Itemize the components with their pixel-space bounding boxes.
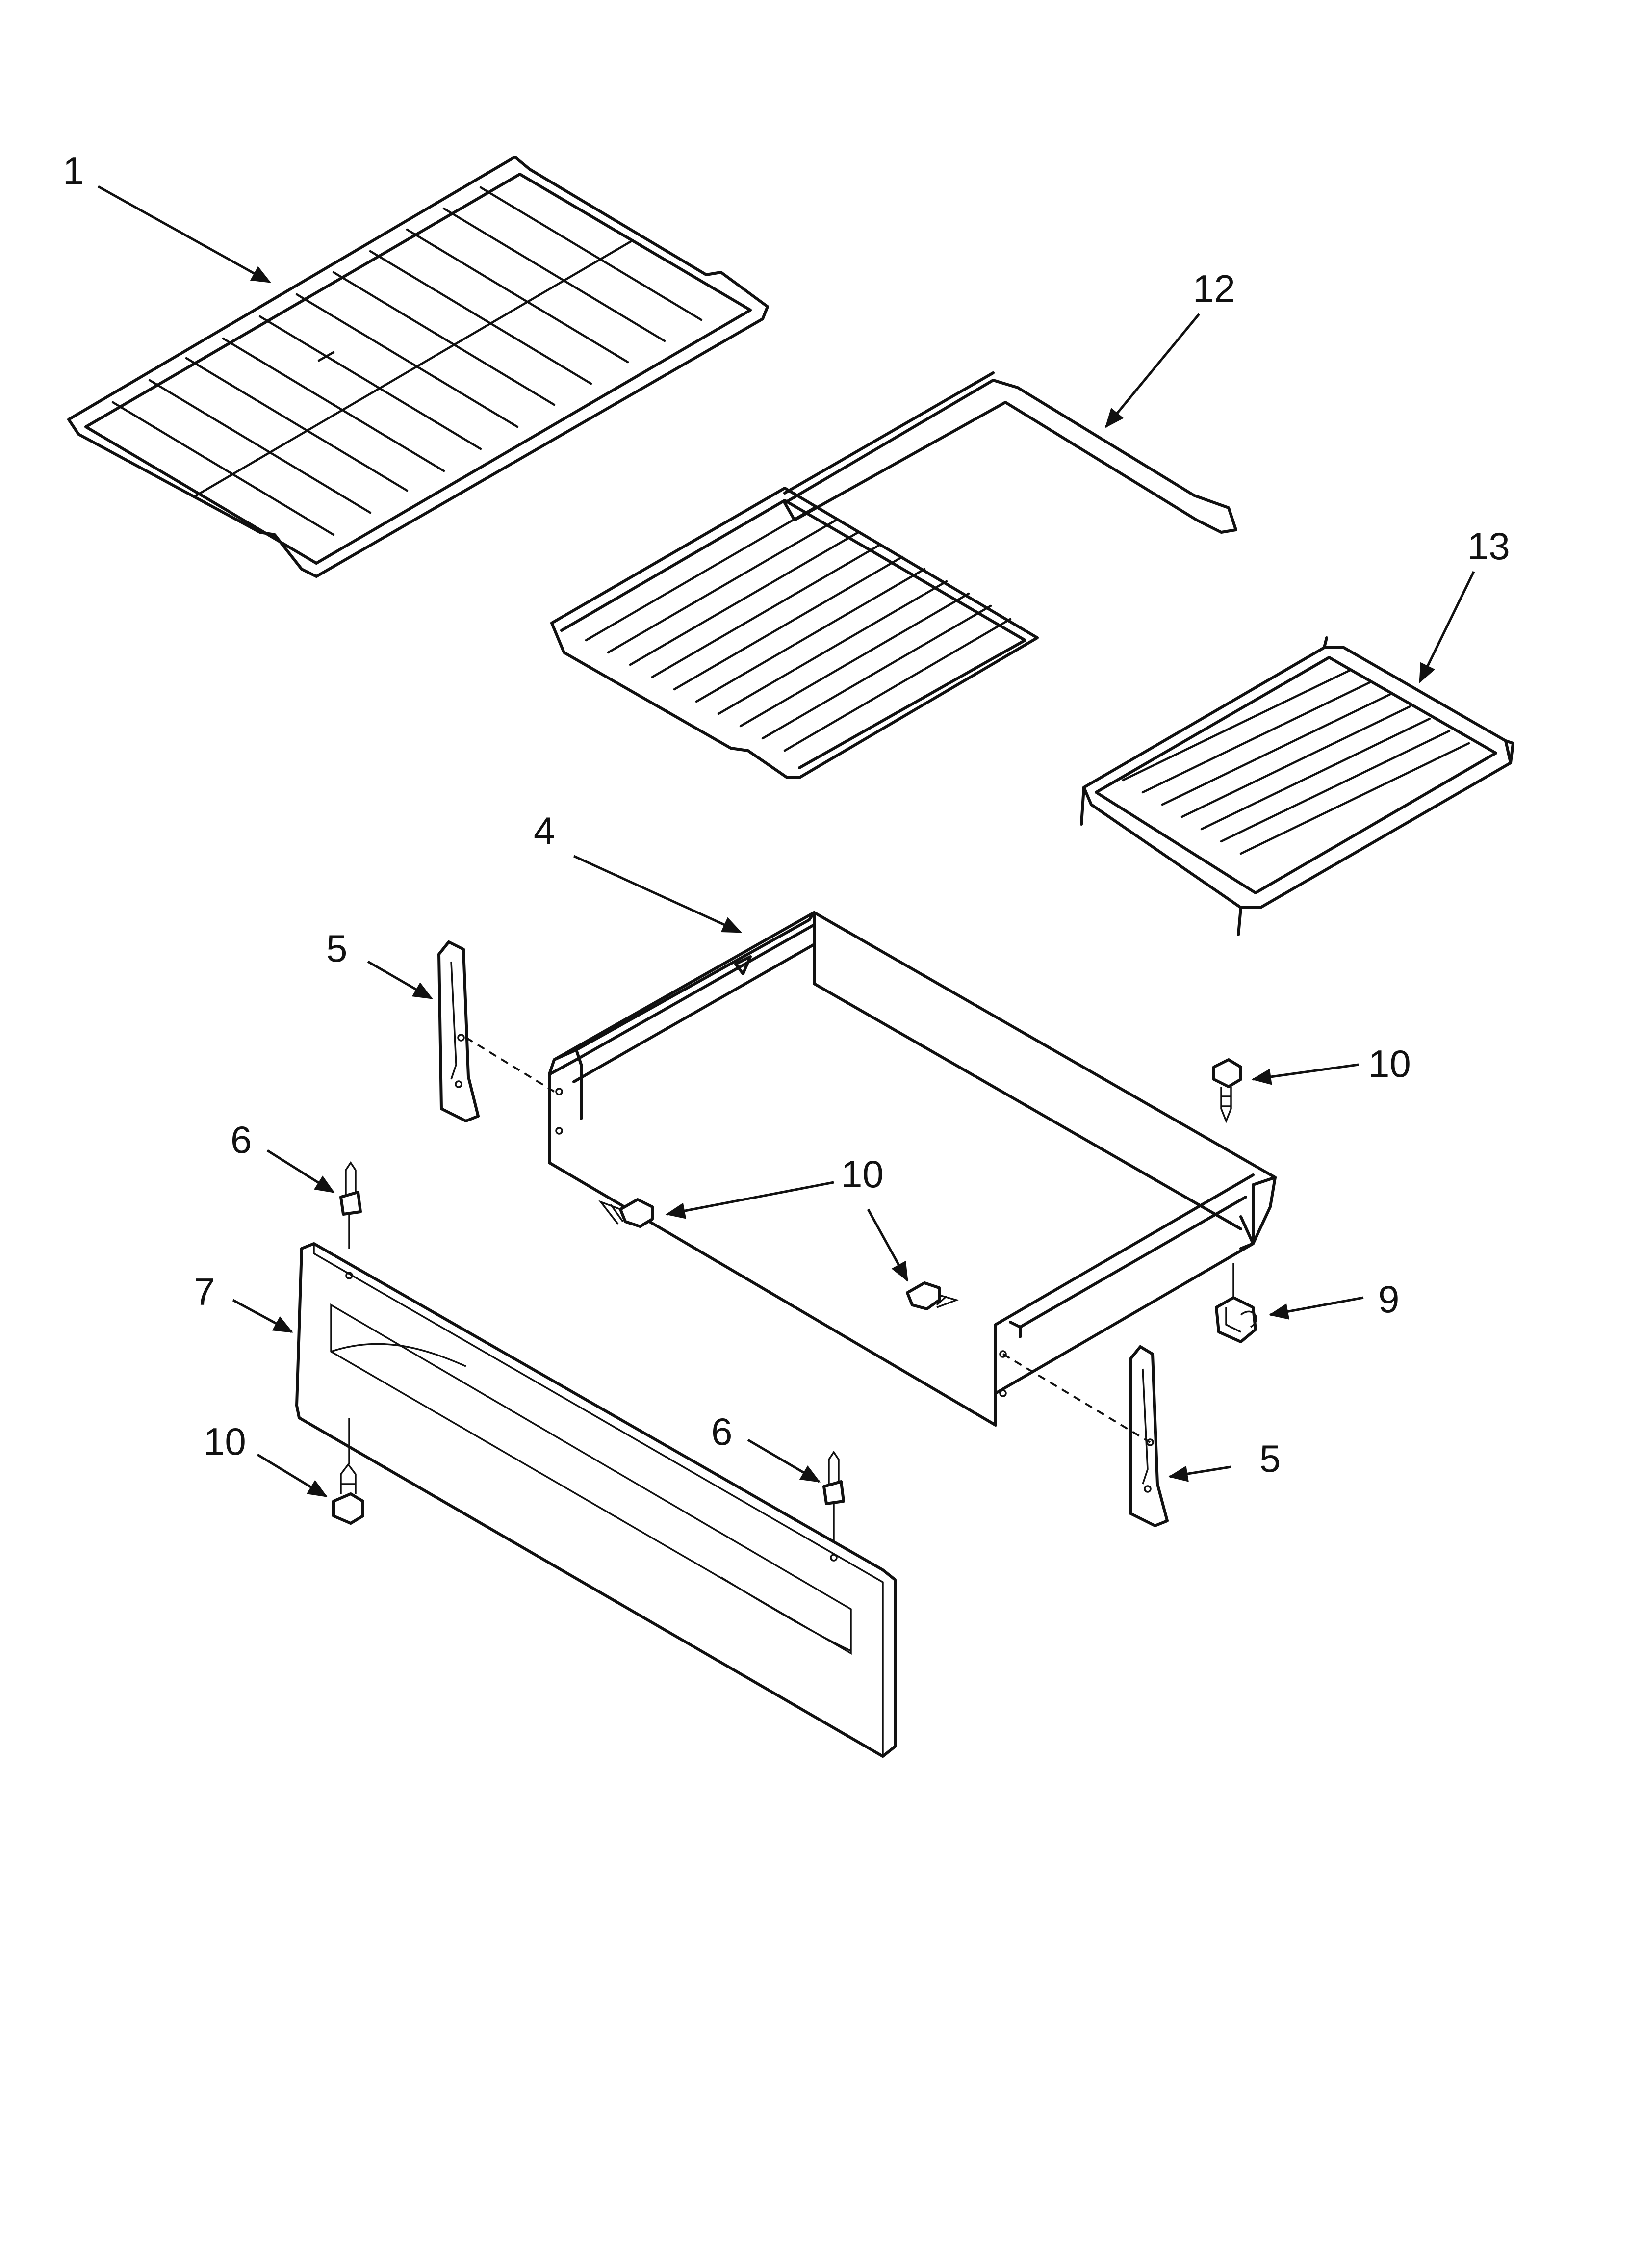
callout-5-right: 5 bbox=[1259, 1437, 1281, 1480]
screw-drawer-left bbox=[598, 1198, 654, 1228]
split-oven-rack-wires bbox=[585, 506, 1012, 752]
drawer-front-panel: 7 bbox=[194, 1242, 897, 1758]
screw-drawer-right bbox=[906, 1281, 959, 1310]
callout-10-center: 10 bbox=[841, 1152, 884, 1196]
drawer-body: 4 bbox=[534, 809, 1277, 1427]
screw-bottom-left bbox=[332, 1463, 364, 1525]
callout-10-top-right: 10 bbox=[1368, 1042, 1411, 1085]
callout-1: 1 bbox=[63, 149, 84, 192]
drawer-slide-left: 5 bbox=[326, 927, 555, 1122]
oven-rack-large-wires bbox=[111, 186, 703, 536]
oven-rack-large: 1 bbox=[63, 149, 769, 578]
callout-6-left: 6 bbox=[231, 1118, 252, 1161]
callout-7: 7 bbox=[194, 1270, 215, 1313]
callout-12: 12 bbox=[1193, 267, 1235, 310]
screw-top-right bbox=[1212, 1058, 1242, 1123]
pin-left: 6 bbox=[231, 1118, 362, 1249]
callout-10-bottom-left: 10 bbox=[204, 1420, 246, 1463]
callout-13: 13 bbox=[1467, 524, 1510, 568]
callout-4: 4 bbox=[534, 809, 555, 852]
half-rack-wires bbox=[1122, 668, 1470, 855]
half-rack: 13 bbox=[1080, 524, 1514, 936]
clip: 9 bbox=[1215, 1263, 1399, 1343]
callout-9: 9 bbox=[1378, 1277, 1399, 1321]
pin-right: 6 bbox=[711, 1410, 845, 1545]
split-oven-rack: 12 bbox=[550, 267, 1237, 779]
drawer-slide-right: 5 bbox=[1002, 1345, 1281, 1527]
callout-6-right: 6 bbox=[711, 1410, 732, 1453]
callout-5-left: 5 bbox=[326, 927, 347, 970]
